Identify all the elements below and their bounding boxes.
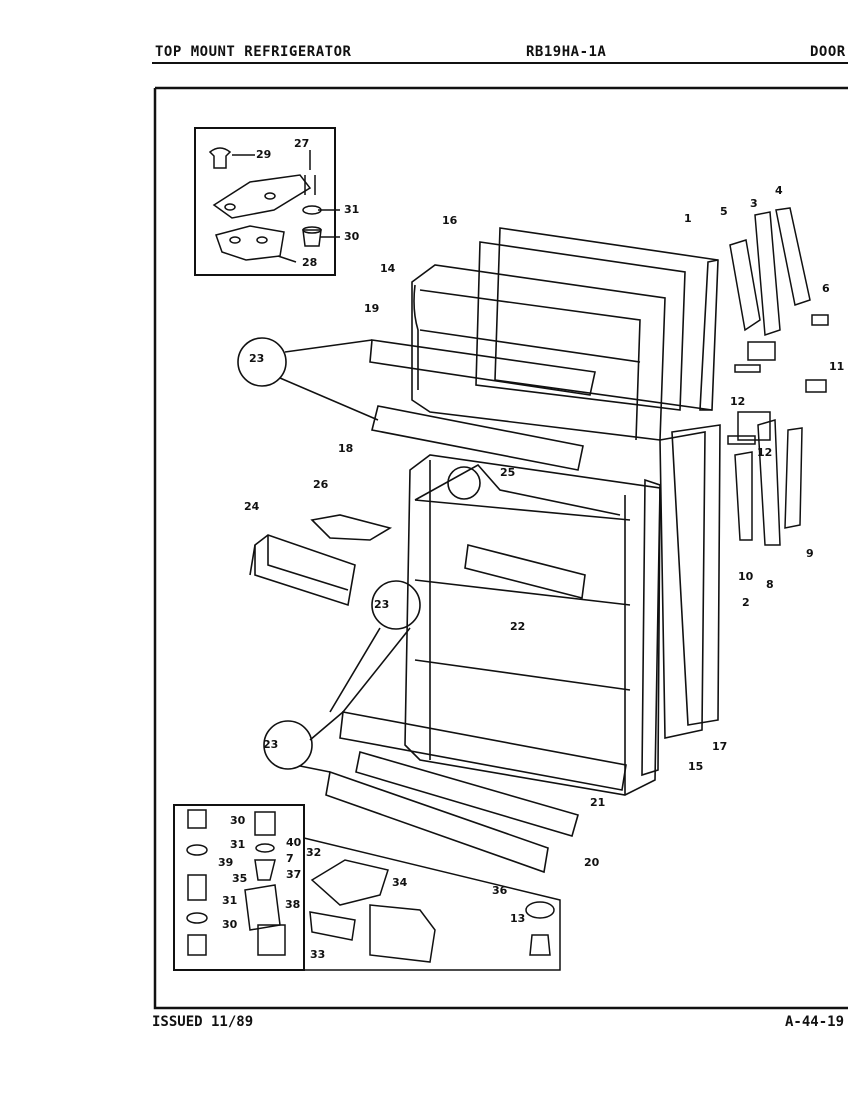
callout-37: 37 bbox=[286, 868, 301, 881]
freezer-door bbox=[369, 227, 719, 471]
callout-19: 19 bbox=[364, 302, 379, 315]
model-number: RB19HA-1A bbox=[526, 44, 607, 60]
callout-30b: 30 bbox=[230, 814, 246, 827]
callout-24: 24 bbox=[244, 500, 260, 513]
callout-21: 21 bbox=[590, 796, 605, 809]
section-label: DOOR bbox=[810, 44, 846, 60]
header-rule bbox=[152, 62, 848, 64]
callout-23b: 23 bbox=[374, 598, 389, 611]
callout-31a: 31 bbox=[344, 203, 359, 216]
callout-numbers: 1 2 3 4 5 6 7 8 9 10 11 12 12 13 14 15 1… bbox=[218, 137, 844, 961]
callout-25: 25 bbox=[500, 466, 515, 479]
callout-32: 32 bbox=[306, 846, 321, 859]
fresh-food-door bbox=[325, 424, 721, 874]
callout-39: 39 bbox=[218, 856, 233, 869]
callout-36: 36 bbox=[492, 884, 508, 897]
callout-23a: 23 bbox=[249, 352, 264, 365]
callout-40: 40 bbox=[286, 836, 302, 849]
callout-12b: 12 bbox=[757, 446, 772, 459]
callout-26: 26 bbox=[313, 478, 329, 491]
callout-1: 1 bbox=[684, 212, 692, 225]
callout-31c: 31 bbox=[222, 894, 237, 907]
callout-12a: 12 bbox=[730, 395, 745, 408]
callout-6: 6 bbox=[822, 282, 830, 295]
callout-8: 8 bbox=[766, 578, 774, 591]
detail-magnifier-2 bbox=[263, 466, 481, 773]
callout-30a: 30 bbox=[344, 230, 360, 243]
callout-15: 15 bbox=[688, 760, 703, 773]
callout-13: 13 bbox=[510, 912, 525, 925]
diagram-border bbox=[153, 86, 848, 1010]
callout-2: 2 bbox=[742, 596, 750, 609]
callout-5: 5 bbox=[720, 205, 728, 218]
detail-magnifier-1 bbox=[237, 337, 379, 421]
callout-38: 38 bbox=[285, 898, 300, 911]
callout-20: 20 bbox=[584, 856, 600, 869]
callout-30c: 30 bbox=[222, 918, 238, 931]
page-code: A-44-19 bbox=[785, 1014, 845, 1030]
callout-35: 35 bbox=[232, 872, 247, 885]
callout-34: 34 bbox=[392, 876, 408, 889]
callout-14: 14 bbox=[380, 262, 396, 275]
callout-18: 18 bbox=[338, 442, 353, 455]
page-title: TOP MOUNT REFRIGERATOR bbox=[155, 44, 352, 60]
callout-3: 3 bbox=[750, 197, 758, 210]
callout-22: 22 bbox=[510, 620, 525, 633]
upper-hinge-inset bbox=[194, 127, 340, 276]
hinge-parts-right bbox=[727, 207, 829, 546]
callout-7: 7 bbox=[286, 852, 294, 865]
lower-parts-inset bbox=[303, 837, 561, 971]
callout-29: 29 bbox=[256, 148, 271, 161]
callout-17: 17 bbox=[712, 740, 727, 753]
callout-28: 28 bbox=[302, 256, 317, 269]
callout-10: 10 bbox=[738, 570, 754, 583]
callout-33: 33 bbox=[310, 948, 325, 961]
callout-16: 16 bbox=[442, 214, 458, 227]
callout-27: 27 bbox=[294, 137, 309, 150]
callout-11: 11 bbox=[829, 360, 844, 373]
callout-4: 4 bbox=[775, 184, 783, 197]
dairy-door-parts bbox=[249, 514, 393, 607]
lower-hinge-inset bbox=[173, 804, 305, 971]
callout-23c: 23 bbox=[263, 738, 278, 751]
issued-date: ISSUED 11/89 bbox=[152, 1014, 254, 1030]
callout-9: 9 bbox=[806, 547, 814, 560]
callout-31b: 31 bbox=[230, 838, 245, 851]
